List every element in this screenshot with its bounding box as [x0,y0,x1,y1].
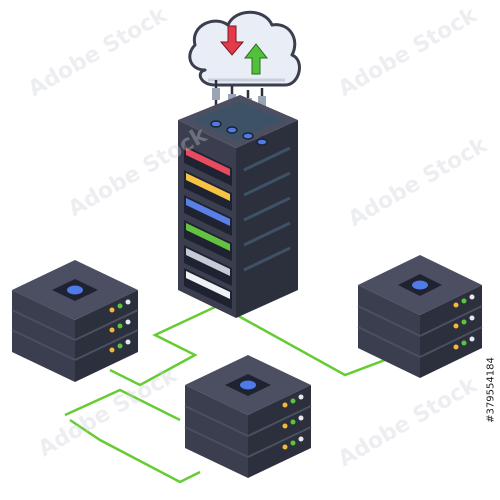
bottom-server-leds [282,394,304,450]
cable-bottom-server-to-edge [69,418,201,484]
tower-bays [184,145,232,309]
cable-tower-to-left-server [109,298,231,387]
left-server-leds [109,299,131,353]
left-server [11,260,139,382]
cable-tower-to-right-server [214,301,386,377]
network-cables [64,298,386,484]
right-server [357,255,483,378]
right-server-leds [453,294,475,350]
cable-left-to-bottom-server [64,388,181,422]
upload-arrow-icon [243,43,269,75]
tower-server [178,95,298,318]
stock-id-text: #379554184 [485,357,497,423]
cloud-icon [188,10,301,87]
stock-id-label: #379554184 [484,300,498,480]
download-arrow-icon [219,25,245,56]
bottom-server [184,355,312,478]
